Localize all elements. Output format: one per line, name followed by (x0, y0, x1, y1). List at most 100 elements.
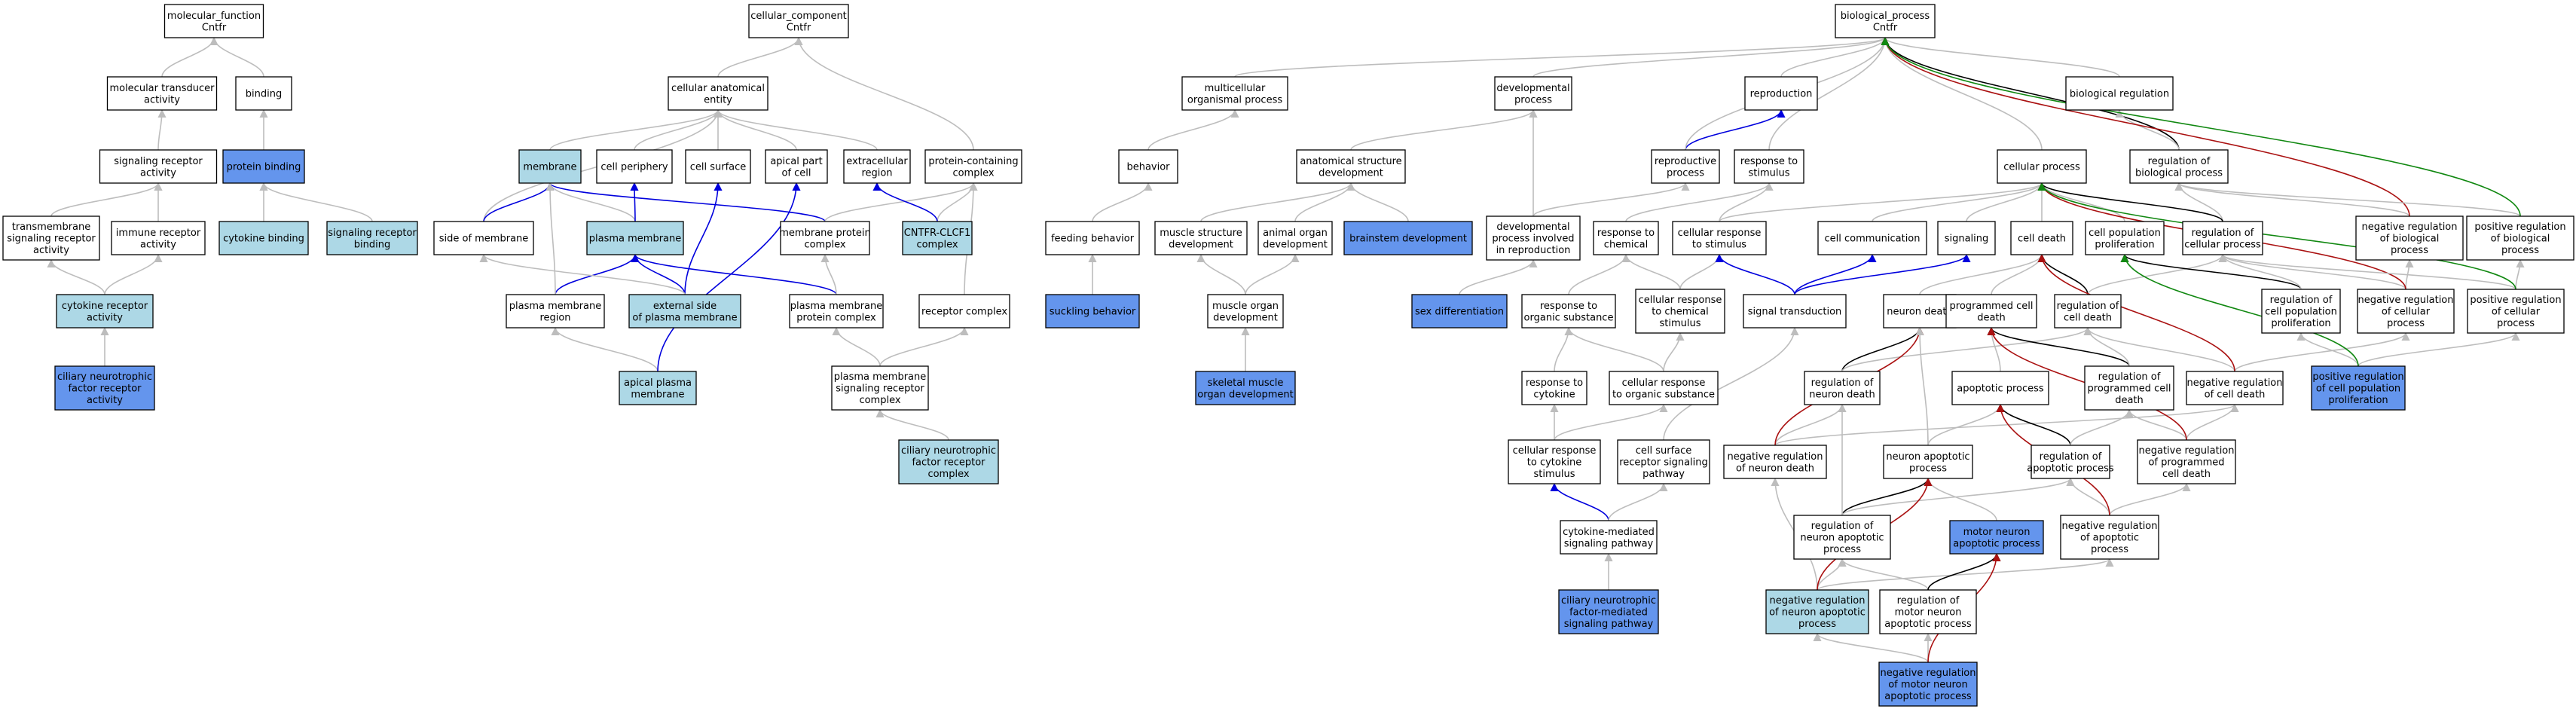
node-label-line: Cntfr (202, 22, 227, 33)
go-term-node[interactable]: neuron death (1883, 294, 1957, 329)
go-term-node[interactable]: binding (235, 76, 292, 111)
node-box (1560, 520, 1658, 555)
go-term-node[interactable]: protein binding (222, 149, 305, 184)
node-label-line: death (1977, 312, 2006, 323)
go-term-node[interactable]: cell death (2010, 221, 2073, 255)
go-term-node[interactable]: plasma membrane (586, 221, 684, 255)
edge-is-a (1663, 332, 1685, 372)
node-label-line: brainstem development (1349, 234, 1467, 245)
edge-is-a (1774, 403, 2239, 446)
go-term-node[interactable]: cytokine binding (218, 221, 309, 255)
node-box (2031, 445, 2110, 479)
node-label-line: of neuron death (1736, 463, 1814, 474)
go-term-node[interactable]: reproduction (1744, 76, 1818, 111)
go-term-node[interactable]: signal transduction (1743, 294, 1847, 329)
go-term-node[interactable]: brainstem development (1343, 221, 1473, 255)
go-term-node[interactable]: behavior (1118, 149, 1178, 184)
go-term-node[interactable]: side of membrane (433, 221, 534, 255)
go-term-node[interactable]: receptor complex (918, 294, 1010, 329)
node-box (1817, 221, 1927, 255)
go-term-node[interactable]: membrane (518, 149, 582, 184)
node-label-line: of cell population (2316, 384, 2400, 395)
go-term-node[interactable]: cellular process (1997, 149, 2087, 184)
go-term-node[interactable]: biological regulation (2065, 76, 2174, 111)
go-term-node[interactable]: sex differentiation (1411, 294, 1508, 329)
go-term-node[interactable]: signaling (1937, 221, 1996, 255)
go-term-node[interactable]: apoptotic process (1951, 371, 2049, 405)
go-term-node[interactable]: suckling behavior (1045, 294, 1140, 329)
go-term-node[interactable]: cell communication (1817, 221, 1927, 255)
go-term-node[interactable]: cell periphery (596, 149, 673, 184)
node-label-line: regulation of (2098, 371, 2161, 383)
go-term-node[interactable]: cell surface (685, 149, 751, 184)
go-term-node[interactable]: ciliary neurotrophicfactor-mediatedsigna… (1558, 589, 1659, 634)
go-term-node[interactable]: feeding behavior (1045, 221, 1140, 255)
